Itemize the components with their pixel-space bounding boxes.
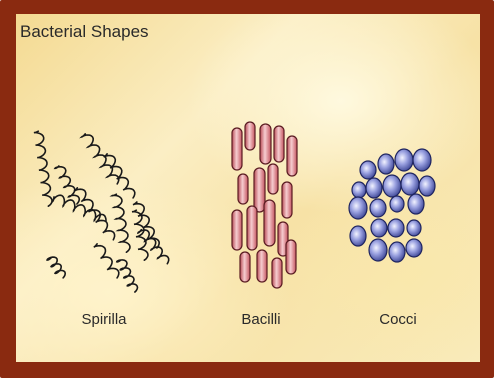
spirillum-9 [132,210,148,260]
coccus-11 [370,199,386,217]
coccus-18 [369,239,387,261]
bacilli-group [232,122,297,288]
spirillum-11 [94,244,119,278]
coccus-4 [413,149,431,171]
coccus-6 [366,178,382,198]
bacillus-16 [272,258,282,288]
coccus-16 [388,219,404,237]
spirillum-2 [55,166,79,204]
spirillum-4 [82,134,119,184]
bacillus-10 [232,210,242,250]
coccus-20 [406,239,422,257]
coccus-1 [360,161,376,179]
spirilla-group [34,131,169,292]
bacillus-3 [260,124,271,164]
coccus-12 [390,196,404,212]
coccus-10 [349,197,367,219]
coccus-15 [371,219,387,237]
coccus-13 [408,194,424,214]
coccus-14 [350,226,366,246]
bacillus-17 [286,240,296,274]
bacillus-5 [287,136,297,176]
label-cocci: Cocci [379,311,417,328]
bacillus-14 [240,252,250,282]
spirillum-1 [34,131,52,206]
bacillus-15 [257,250,267,282]
cocci-group [349,149,435,262]
bacillus-1 [232,128,242,170]
spirillum-13 [47,257,65,278]
coccus-8 [401,173,419,195]
bacillus-2 [245,122,255,150]
spirillum-7 [112,194,130,252]
illustration [16,14,480,362]
bacillus-7 [254,168,265,212]
bacillus-4 [274,126,284,162]
coccus-7 [383,175,401,197]
label-spirilla: Spirilla [81,311,126,328]
spirillum-12 [117,260,138,292]
bacillus-6 [238,174,248,204]
coccus-2 [378,154,394,174]
label-bacilli: Bacilli [241,311,280,328]
coccus-19 [389,242,405,262]
coccus-5 [352,182,366,198]
coccus-17 [407,220,421,236]
bacillus-11 [247,206,257,250]
bacillus-12 [264,200,275,246]
bacillus-8 [268,164,278,194]
coccus-9 [419,176,435,196]
coccus-3 [395,149,413,171]
bacillus-9 [282,182,292,218]
spirillum-5 [74,188,115,240]
